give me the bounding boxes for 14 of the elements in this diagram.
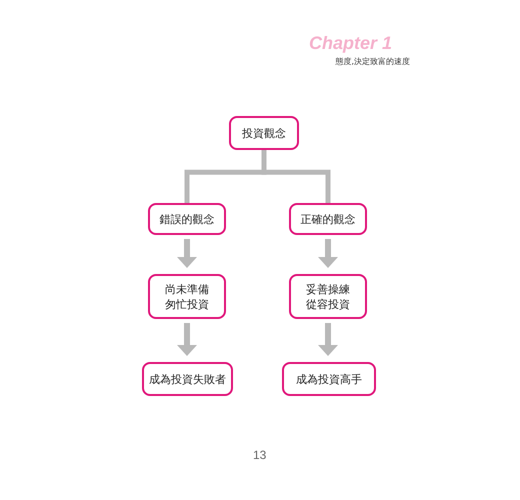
- arrow: [177, 239, 197, 268]
- process-box: 尚未準備匆忙投資: [148, 274, 226, 319]
- process-box: 正確的觀念: [289, 203, 367, 235]
- process-box: 成為投資失敗者: [142, 362, 233, 396]
- process-box: 成為投資高手: [282, 362, 376, 396]
- page-number: 13: [253, 448, 266, 462]
- chapter-subtitle: 態度,決定致富的速度: [335, 56, 410, 67]
- arrow: [177, 323, 197, 356]
- process-box: 投資觀念: [229, 116, 299, 150]
- process-box: 妥善操練從容投資: [289, 274, 367, 319]
- arrow: [318, 239, 338, 268]
- process-box: 錯誤的觀念: [148, 203, 226, 235]
- chapter-heading: Chapter 1: [308, 33, 392, 54]
- arrow: [318, 323, 338, 356]
